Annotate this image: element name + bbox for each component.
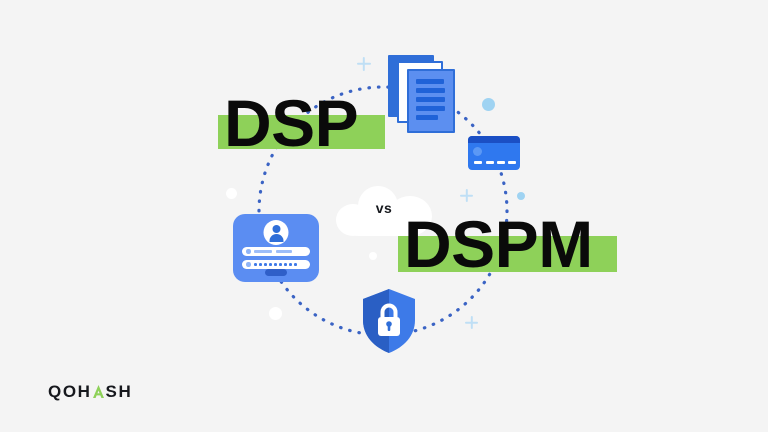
cloud-icon: vs bbox=[336, 186, 432, 236]
user-icon bbox=[246, 249, 251, 254]
logo-text-before: QOH bbox=[48, 382, 92, 401]
card-chip bbox=[473, 147, 482, 156]
card-number-group bbox=[474, 160, 482, 164]
password-dots bbox=[254, 263, 300, 266]
term-dsp: DSP bbox=[218, 86, 385, 160]
document-sheet-front bbox=[407, 69, 455, 133]
credit-card-icon bbox=[468, 136, 520, 170]
logo-letter-a-accent bbox=[93, 385, 105, 398]
dspm-highlight-bar bbox=[398, 236, 617, 272]
cloud-base bbox=[342, 216, 426, 236]
avatar-head bbox=[272, 225, 280, 233]
lock-icon bbox=[246, 262, 251, 267]
login-card-icon bbox=[233, 214, 319, 282]
password-field bbox=[242, 260, 310, 269]
logo-text-after: SH bbox=[105, 382, 133, 401]
card-number-group bbox=[497, 160, 505, 164]
shield-lock-icon bbox=[363, 289, 415, 353]
avatar bbox=[263, 220, 289, 245]
card-number-group bbox=[508, 160, 516, 164]
card-magnetic-stripe bbox=[468, 136, 520, 143]
versus-label: vs bbox=[375, 200, 393, 216]
dsp-label: DSP bbox=[224, 86, 359, 160]
avatar-body bbox=[269, 234, 283, 242]
dspm-label: DSPM bbox=[404, 207, 593, 281]
documents-icon bbox=[388, 55, 458, 133]
card-number-group bbox=[486, 160, 494, 164]
term-dspm: DSPM bbox=[398, 207, 617, 281]
dsp-highlight-bar bbox=[218, 115, 385, 149]
login-submit-button bbox=[265, 269, 287, 276]
brand-logo: QOH SH bbox=[48, 383, 132, 400]
username-field bbox=[242, 247, 310, 256]
